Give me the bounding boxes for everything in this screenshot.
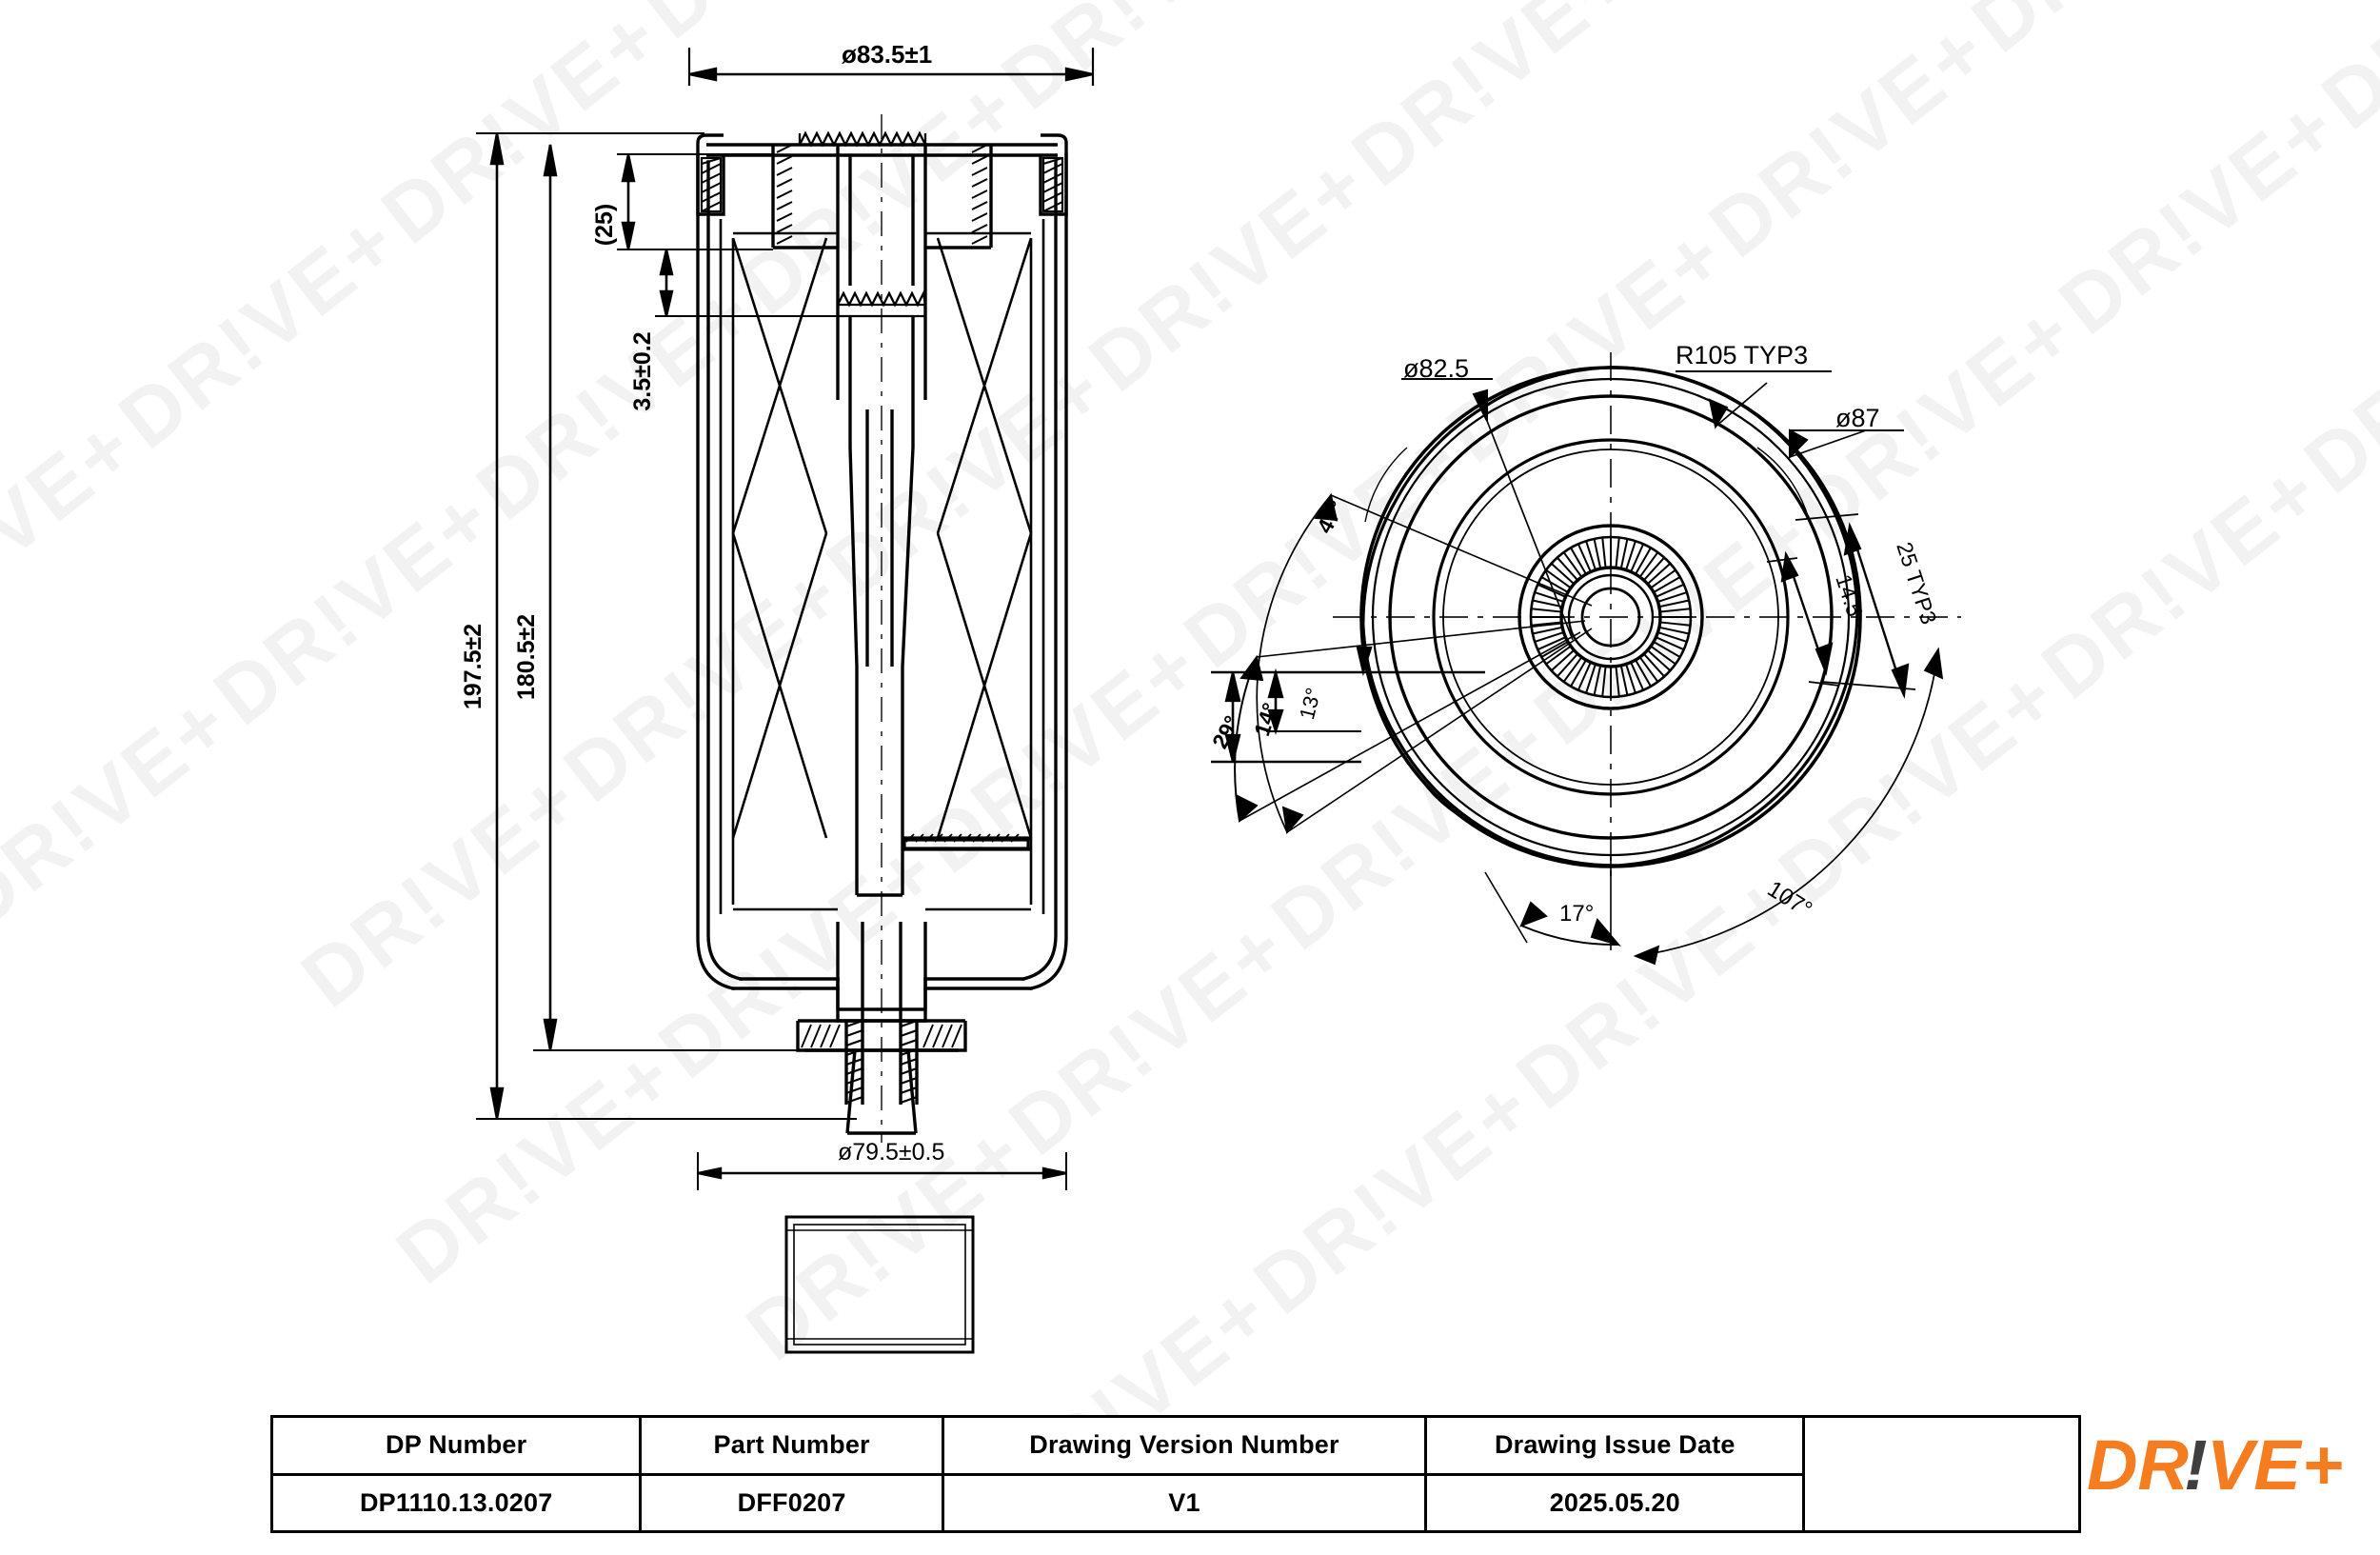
titleblock-col-logo <box>1805 1418 2078 1530</box>
dim-thread-depth: (25) <box>591 203 618 247</box>
drive-plus-logo-svg: DR ! VE + <box>2087 1425 2343 1505</box>
titleblock-col-dp-number: DP Number DP1110.13.0207 <box>273 1418 643 1530</box>
dim-gasket-thickness: 3.5±0.2 <box>629 331 656 411</box>
logo-plus-glyph: + <box>2302 1425 2343 1505</box>
dim-base-diameter: ø79.5±0.5 <box>838 1139 945 1166</box>
titleblock-header-dp-number: DP Number <box>273 1418 640 1476</box>
logo-accent-glyph: ! <box>2184 1425 2208 1505</box>
titleblock-col-part-number: Part Number DFF0207 <box>642 1418 944 1530</box>
titleblock-value-part-number: DFF0207 <box>737 1487 846 1517</box>
logo-text-before: DR <box>2087 1425 2189 1505</box>
titleblock-value-version: V1 <box>1168 1487 1200 1517</box>
titleblock-col-issue-date: Drawing Issue Date 2025.05.20 <box>1427 1418 1806 1530</box>
logo-text-after: VE <box>2207 1425 2303 1505</box>
angle-17: 17° <box>1559 901 1595 927</box>
dim-inner-diameter: ø82.5 <box>1403 354 1470 383</box>
titleblock-value-issue-date: 2025.05.20 <box>1549 1487 1680 1517</box>
dim-outer-diameter: ø87 <box>1835 404 1880 432</box>
dim-body-height: 180.5±2 <box>513 613 540 701</box>
titleblock-col-version: Drawing Version Number V1 <box>943 1418 1428 1530</box>
titleblock-header-version: Drawing Version Number <box>943 1418 1425 1476</box>
title-block: DP Number DP1110.13.0207 Part Number DFF… <box>270 1415 2081 1533</box>
titleblock-value-dp-number: DP1110.13.0207 <box>359 1487 553 1517</box>
dim-overall-height: 197.5±2 <box>460 623 486 710</box>
dim-outer-diameter-top: ø83.5±1 <box>842 40 933 69</box>
titleblock-header-issue-date: Drawing Issue Date <box>1427 1418 1803 1476</box>
dim-radius-typ: R105 TYP3 <box>1676 341 1809 369</box>
titleblock-header-part-number: Part Number <box>642 1418 942 1476</box>
brand-logo: DR ! VE + <box>2085 1404 2361 1537</box>
